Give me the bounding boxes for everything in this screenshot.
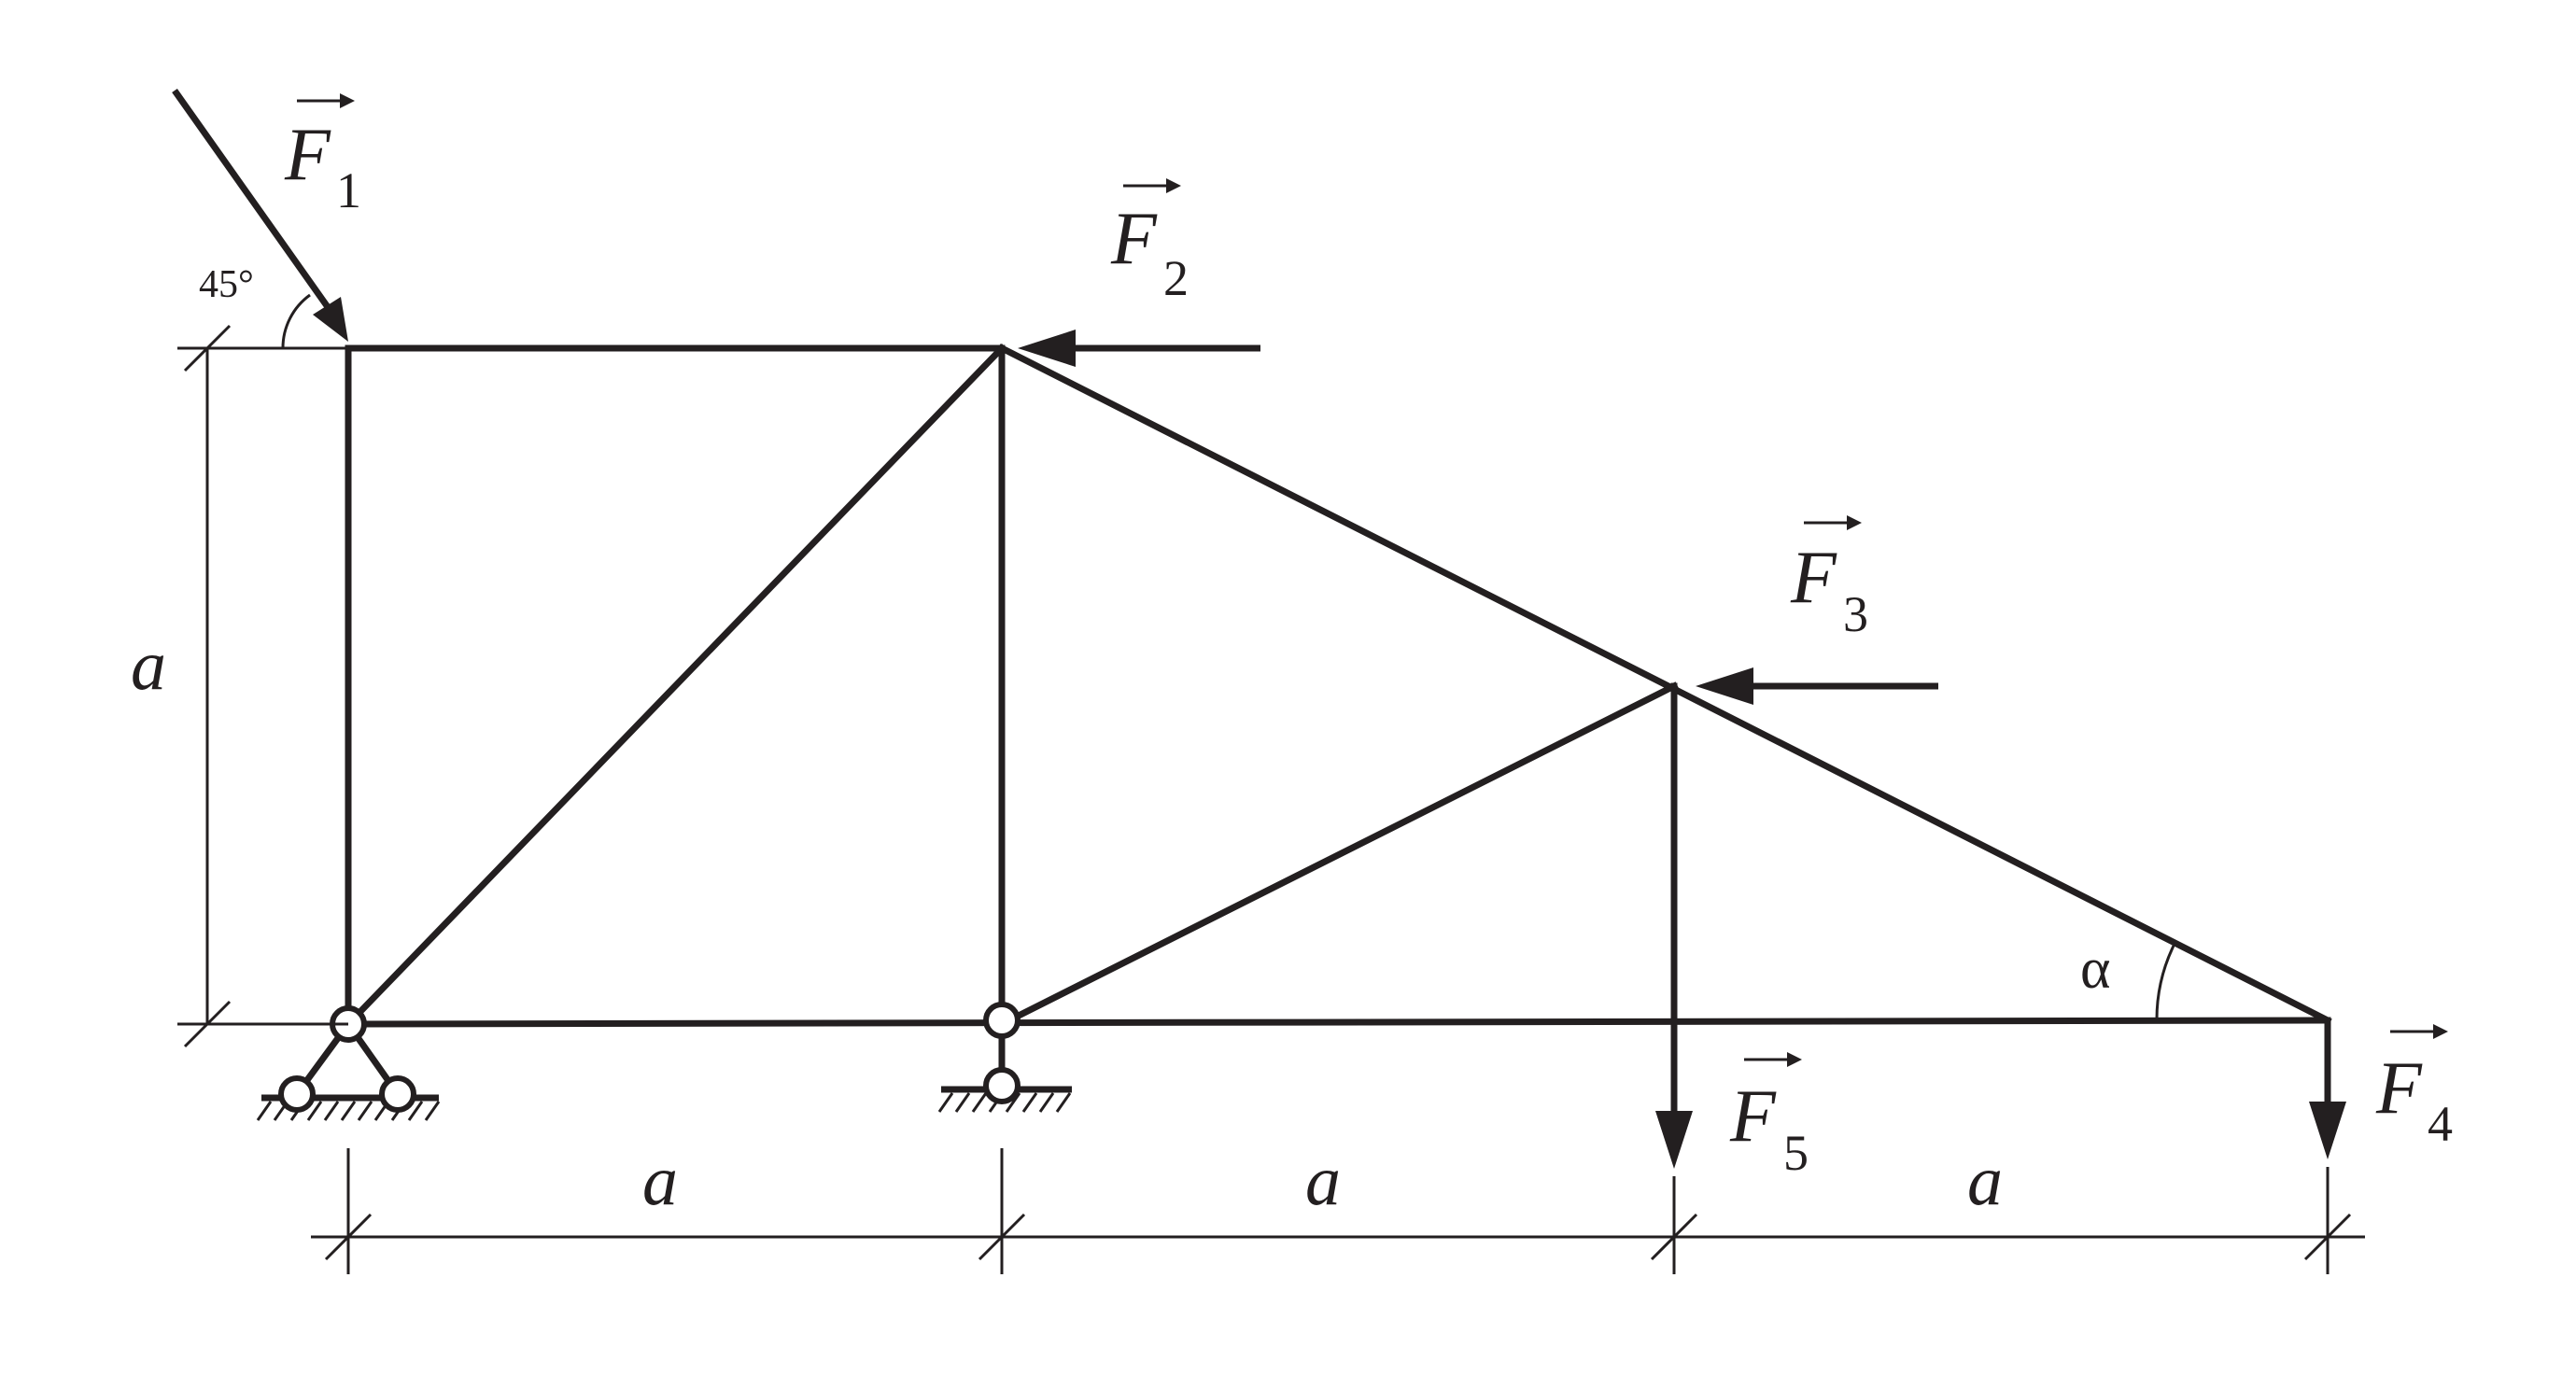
svg-text:F: F (284, 114, 331, 196)
member-left-diagonal (344, 344, 1006, 1029)
length-label-span-1: a (642, 1142, 678, 1220)
left-ground-hatch (256, 1101, 441, 1121)
svg-text:1: 1 (336, 162, 361, 218)
left-pin-support (256, 1005, 441, 1121)
f4-label: F 4 (2375, 1024, 2453, 1152)
member-upper-sloped-chord (997, 344, 2332, 1025)
angle-alpha-arc (2155, 943, 2176, 1022)
svg-text:F: F (1729, 1075, 1777, 1158)
svg-text:F: F (2375, 1047, 2423, 1130)
svg-text:2: 2 (1163, 250, 1189, 306)
svg-text:3: 3 (1843, 586, 1868, 642)
force-f2 (1018, 330, 1260, 367)
svg-text:F: F (1790, 537, 1837, 619)
force-f5 (1655, 1024, 1693, 1169)
force-f3 (1696, 667, 1938, 705)
force-f1 (172, 88, 348, 342)
angle-45-label: 45° (199, 263, 254, 306)
left-support-pin-left (278, 1075, 316, 1113)
svg-text:5: 5 (1783, 1125, 1809, 1181)
angle-45-arc (281, 293, 311, 349)
middle-hinge-pin (983, 1002, 1021, 1039)
middle-roller-support (937, 1002, 1072, 1113)
svg-text:4: 4 (2428, 1096, 2453, 1152)
f5-label: F 5 (1729, 1052, 1809, 1181)
member-bottom-chord (345, 1017, 2331, 1028)
truss-members (344, 344, 2332, 1029)
length-label-vertical: a (131, 626, 166, 705)
f3-label: F 3 (1790, 515, 1868, 642)
angle-alpha-label: α (2080, 937, 2110, 1001)
middle-support-pin-lower (983, 1067, 1021, 1104)
horizontal-dimension (311, 1148, 2365, 1274)
f1-label: F 1 (284, 93, 361, 218)
member-inner-diagonal (997, 681, 1679, 1029)
length-label-span-3: a (1967, 1142, 2003, 1220)
force-f4 (2309, 1020, 2346, 1159)
f2-label: F 2 (1110, 178, 1189, 306)
length-label-span-2: a (1305, 1142, 1341, 1220)
svg-text:F: F (1110, 198, 1158, 280)
left-support-pin-right (379, 1075, 416, 1113)
vertical-dimension (177, 324, 348, 1048)
